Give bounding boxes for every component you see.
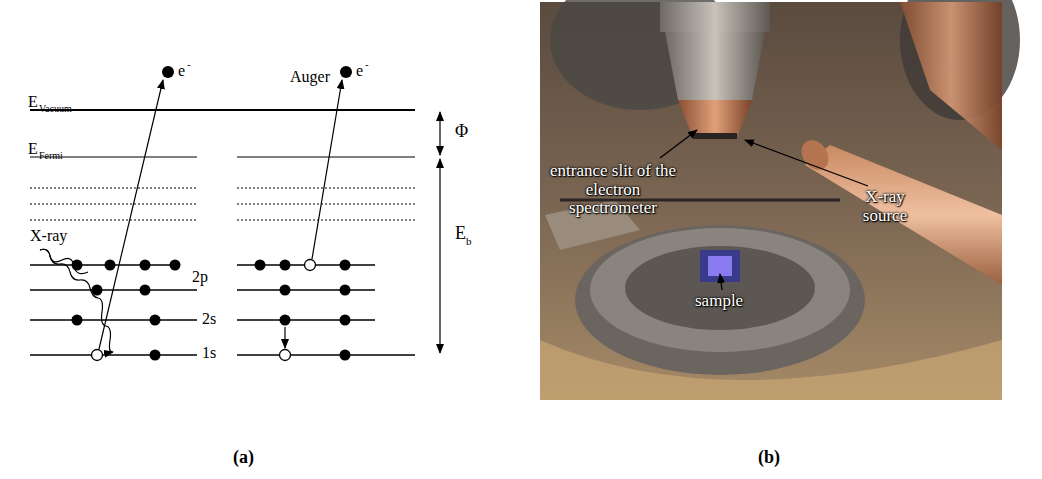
energy-symbol: E xyxy=(455,224,466,244)
level-subscript: Vacuum xyxy=(39,103,72,114)
orbital-label: 2s xyxy=(202,310,216,328)
auger-label: Auger xyxy=(290,68,330,86)
energy-subscript: b xyxy=(466,235,472,247)
energy-symbol: E xyxy=(28,140,38,158)
work-function-symbol: Φ xyxy=(455,122,468,142)
level-lines xyxy=(30,110,415,355)
transitions xyxy=(40,80,440,353)
electron-label: e xyxy=(356,62,363,80)
panel-label: (b) xyxy=(758,448,780,468)
energy-symbol: E xyxy=(28,93,38,111)
photo-label: sample xyxy=(695,292,743,311)
photo-label: X-ray source xyxy=(850,188,920,225)
level-subscript: Fermi xyxy=(39,150,63,161)
xray-label: X-ray xyxy=(30,227,67,245)
panel-label: (a) xyxy=(233,448,254,468)
orbital-label: 2p xyxy=(192,268,208,286)
photo-label: entrance slit of the electron spectromet… xyxy=(548,162,678,218)
charge-superscript: - xyxy=(365,58,369,70)
electron-label: e xyxy=(178,62,185,80)
leader-lines xyxy=(660,130,868,290)
electrons xyxy=(72,66,353,361)
charge-superscript: - xyxy=(187,58,191,70)
photo xyxy=(540,0,1020,400)
orbital-label: 1s xyxy=(202,344,216,362)
